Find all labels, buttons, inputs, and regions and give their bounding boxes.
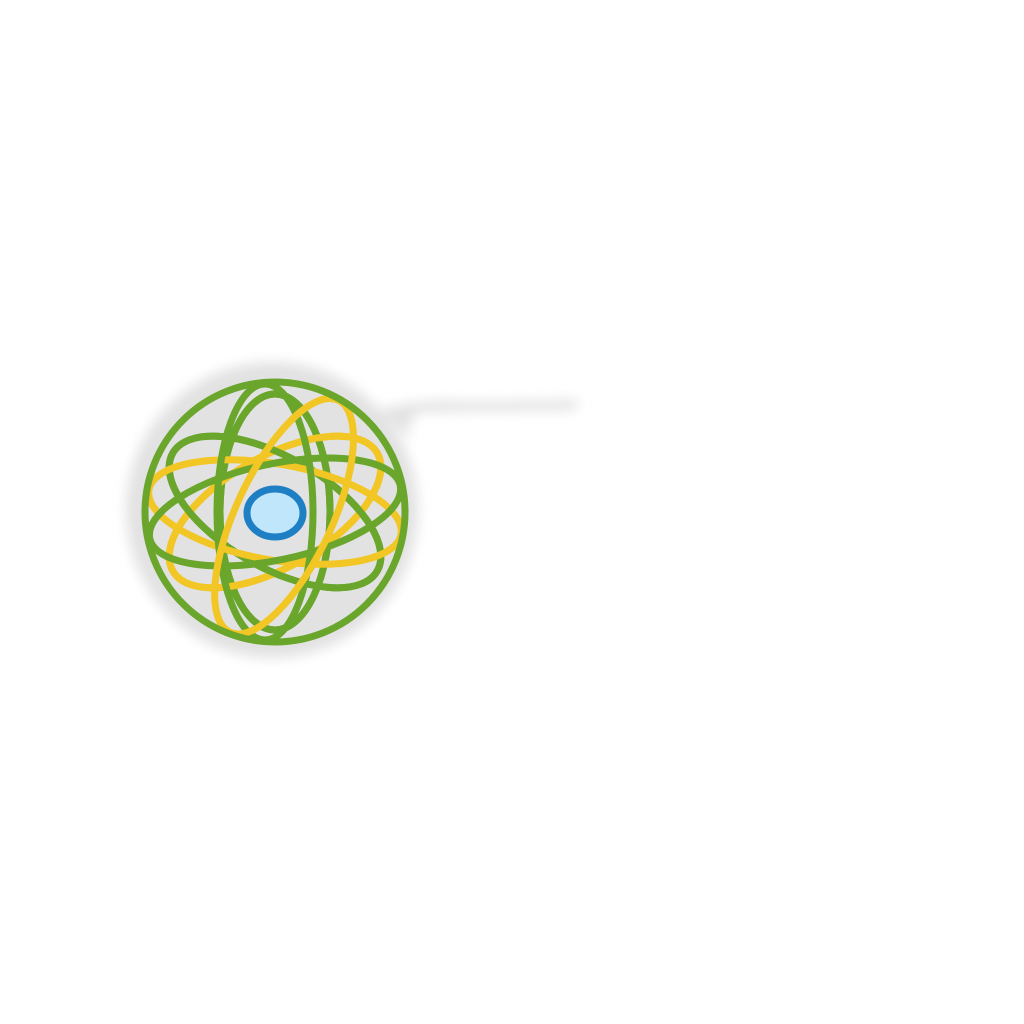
logo-outer-ring: [141, 378, 409, 646]
logo-core: [243, 485, 307, 541]
logo-rings: [141, 378, 409, 646]
logo-petal-ring: [165, 432, 385, 592]
logo-petal-ring: [165, 432, 385, 592]
